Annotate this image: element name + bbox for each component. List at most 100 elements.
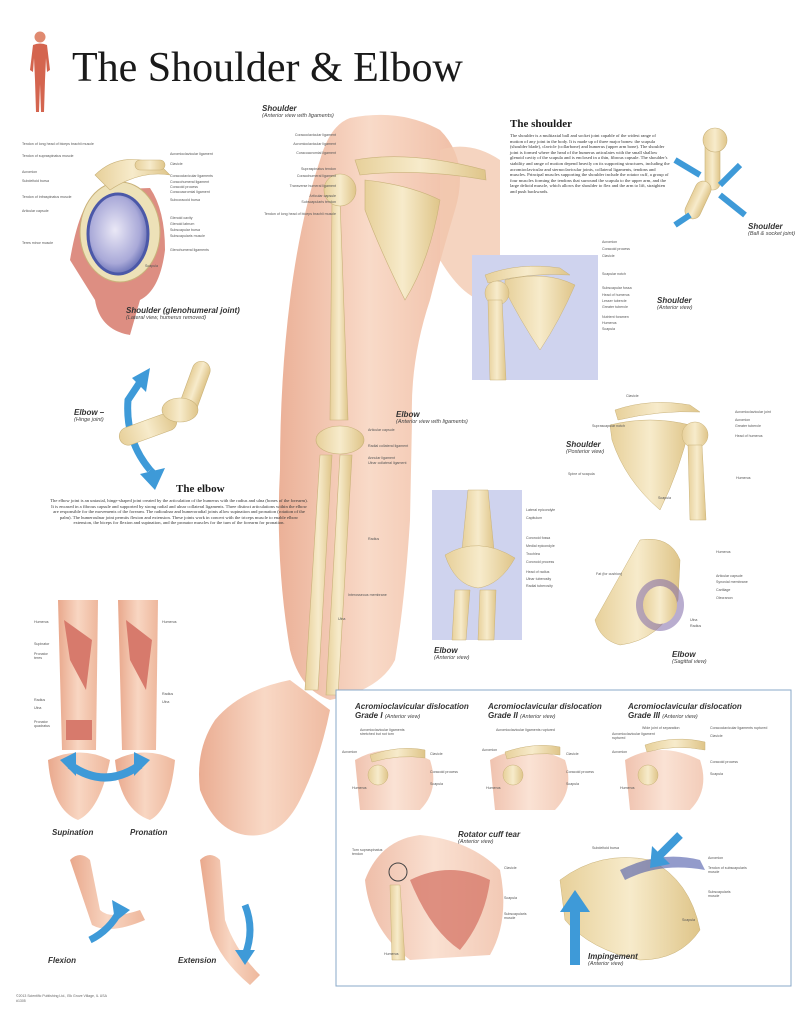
label: Head of humerus — [735, 434, 763, 438]
label-group-shoulder-posterior-humerus: Humerus — [736, 476, 751, 480]
label: Humerus — [716, 550, 731, 554]
label: Olecranon — [716, 596, 733, 600]
label-group-elbow-sagittal-fat: Fat (for cushion) — [596, 572, 622, 576]
label: Acromion — [482, 748, 498, 752]
label: Humerus — [736, 476, 751, 480]
label: Fat (for cushion) — [596, 572, 623, 576]
label-group-impingement: Subdeltoid bursa — [592, 846, 619, 850]
label: Tendon of long head of biceps brachii mu… — [264, 212, 336, 216]
label: Radius — [690, 624, 702, 628]
elbow-anterior-panel — [432, 489, 522, 641]
label: Medial epicondyle — [526, 544, 555, 548]
label: Acromion — [342, 750, 358, 754]
label: Subdeltoid bursa — [22, 179, 49, 183]
caption-shoulder-anterior: Shoulder (Anterior view) — [657, 296, 693, 311]
label: Humerus — [384, 952, 399, 956]
label-group-rotator-right: Clavicle Scapula Subscapularis muscle — [504, 866, 534, 920]
label: Articular capsule — [22, 209, 49, 213]
label: Scapula — [658, 496, 671, 500]
label-group-shoulder-posterior-spine: Spine of scapula — [568, 472, 595, 476]
label-group-forearm-right: Humerus Radius Ulna — [162, 620, 177, 704]
label: Scapular notch — [602, 272, 626, 276]
label: Articular capsule — [716, 574, 743, 578]
label: Scapula — [504, 896, 517, 900]
label: Acromioclavicular ligament — [170, 152, 213, 156]
label: Clavicle — [566, 752, 579, 756]
label: Coracoid process — [170, 185, 198, 189]
label-group-shoulder-posterior-scapula: Scapula — [658, 496, 671, 500]
label: Articular capsule — [309, 194, 336, 198]
elbow-sagittal-illustration — [594, 538, 684, 646]
label-group-main-elbow: Articular capsule Radial collateral liga… — [338, 428, 409, 621]
label: Coronoid process — [526, 560, 555, 564]
label: Capitulum — [526, 516, 543, 520]
caption-shoulder-ball: Shoulder (Ball & socket joint) — [748, 222, 796, 237]
label: Subscapular fossa — [602, 286, 632, 290]
label: Suprascapular notch — [592, 424, 625, 428]
label-group-ac1-right: Clavicle Coracoid process Scapula — [430, 752, 458, 786]
label-group-shoulder-posterior-top: Clavicle — [626, 394, 639, 398]
label: Greater tubercle — [602, 305, 628, 309]
label: Coracoclavicular ligaments ruptured — [710, 726, 768, 730]
label: Acromioclavicular ligaments ruptured — [496, 728, 555, 732]
label: Acromion — [602, 240, 618, 244]
label: Glenohumeral ligaments — [170, 248, 209, 252]
caption-elbow-sagittal: Elbow (Sagittal view) — [672, 650, 707, 665]
label-group-ac1: Acromioclavicular ligaments stretched bu… — [342, 728, 420, 754]
label: Clavicle — [170, 162, 183, 166]
label: Clavicle — [504, 866, 517, 870]
caption-supination: Supination — [52, 828, 94, 837]
label: Tendon of subscapularis muscle — [708, 866, 747, 874]
label: Radial collateral ligament — [368, 444, 409, 448]
label: Acromion — [708, 856, 724, 860]
label: Coracohumeral ligament — [296, 174, 336, 178]
label: Acromion — [22, 170, 38, 174]
label: Subscapularis muscle — [170, 234, 205, 238]
label: Humerus — [162, 620, 177, 624]
label: Subcoracoid bursa — [170, 198, 200, 202]
label: Annular ligament — [368, 456, 395, 460]
label: Subscapularis muscle — [708, 890, 731, 898]
label-group-ac1-humerus: Humerus — [352, 786, 367, 790]
main-arm-illustration — [199, 114, 500, 836]
caption-ac-grade-1: Acromioclavicular dislocation Grade I (A… — [355, 702, 469, 720]
label: Supinator — [34, 642, 50, 646]
label: Nutrient foramen — [602, 315, 629, 319]
shoulder-section-heading: The shoulder — [510, 118, 573, 130]
label: Tendon of supraspinatus muscle — [22, 154, 74, 158]
label: Trochlea — [526, 552, 540, 556]
label: Coracoid process — [430, 770, 458, 774]
caption-pronation: Pronation — [130, 828, 168, 837]
caption-ac-grade-3: Acromioclavicular dislocation Grade III … — [628, 702, 742, 720]
elbow-section-text: The elbow joint is an uniaxial, hinge-sh… — [50, 498, 308, 526]
glenohumeral-joint-illustration — [70, 159, 171, 335]
caption-impingement: Impingement (Anterior view) — [588, 952, 638, 967]
label-group-ac2-humerus: Humerus — [486, 786, 501, 790]
flexion-extension-illustration — [70, 855, 260, 985]
caption-elbow-anterior: Elbow (Anterior view) — [434, 646, 470, 661]
label: Articular capsule — [368, 428, 395, 432]
label: Glenoid cavity — [170, 216, 193, 220]
caption-shoulder-glenohumeral: Shoulder (glenohumeral joint) (Lateral v… — [126, 306, 240, 321]
label: Clavicle — [430, 752, 443, 756]
label: Subdeltoid bursa — [592, 846, 619, 850]
ball-socket-joint-illustration — [673, 127, 747, 228]
label: Humerus — [34, 620, 49, 624]
label-group-rotator-humerus: Humerus — [384, 952, 399, 956]
label: Ulnar tuberosity — [526, 577, 552, 581]
caption-rotator-cuff: Rotator cuff tear (Anterior view) — [458, 830, 521, 845]
caption-elbow-main: Elbow (Anterior view with ligaments) — [396, 410, 468, 425]
label: Head of radius — [526, 570, 550, 574]
label-group-rotator: Torn supraspinatus tendon — [352, 848, 394, 856]
label: Humerus — [486, 786, 501, 790]
label: Acromion — [735, 418, 751, 422]
label-group-impingement-right: Acromion Tendon of subscapularis muscle … — [682, 856, 748, 922]
label: Coronoid fossa — [526, 536, 551, 540]
shoulder-section-text: The shoulder is a multiaxial ball and so… — [510, 133, 670, 194]
label: Radius — [368, 537, 380, 541]
label: Lateral epicondyle — [526, 508, 556, 512]
label: Interosseous membrane — [348, 593, 387, 597]
label-group-ac3-left: Wide joint of separation Acromioclavicul… — [612, 726, 680, 754]
label: Coracoacromial ligament — [170, 190, 210, 194]
